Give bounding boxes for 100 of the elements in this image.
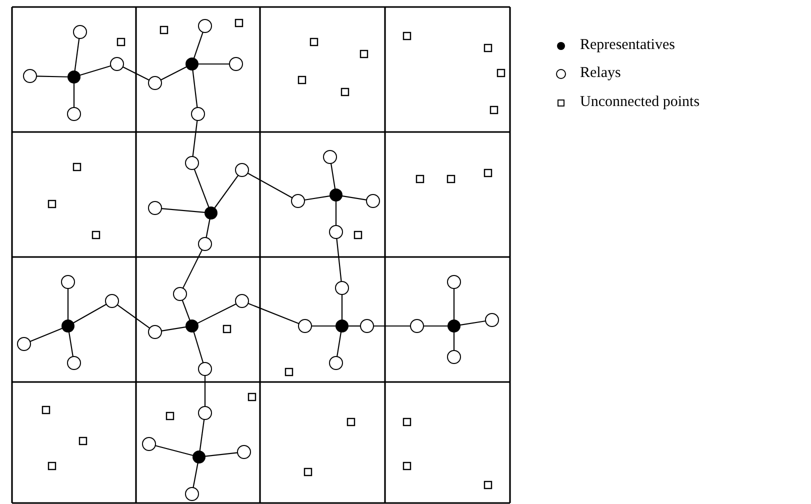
- small-square-node: [360, 50, 368, 58]
- connector-line: [161, 326, 186, 332]
- hollow-circle-node: [198, 237, 212, 251]
- filled-dot-node: [448, 320, 460, 332]
- connector-line: [67, 288, 69, 320]
- small-square-node: [484, 480, 492, 490]
- connector-line: [160, 66, 187, 81]
- filled-dot-node: [186, 320, 198, 332]
- filled-dot-node: [192, 450, 206, 464]
- hollow-circle-node: [198, 19, 212, 33]
- connector-line: [192, 462, 198, 488]
- hollow-circle-node: [335, 281, 349, 295]
- small-square-node: [416, 174, 424, 184]
- connector-line: [80, 65, 111, 76]
- hollow-circle-node: [323, 150, 337, 164]
- hollow-circle-node: [67, 107, 81, 121]
- legend-text: Relays: [580, 64, 621, 82]
- filled-dot-node: [204, 206, 218, 220]
- hollow-circle-node: [329, 356, 343, 370]
- legend-text: Unconnected points: [580, 93, 700, 111]
- hollow-circle-node: [173, 287, 187, 301]
- hollow-circle-node: [235, 294, 249, 308]
- hollow-circle-node: [185, 487, 199, 501]
- hollow-circle-node: [110, 57, 124, 71]
- connector-line: [197, 303, 236, 324]
- hollow-circle-node: [23, 69, 37, 83]
- hollow-circle-node: [298, 319, 312, 333]
- connector-line: [194, 168, 210, 208]
- connector-line: [68, 332, 74, 357]
- connector-line: [192, 70, 198, 108]
- hollow-circle-node: [447, 275, 461, 289]
- hollow-circle-node: [61, 275, 75, 289]
- small-square-node: [92, 230, 100, 240]
- connector-line: [453, 332, 455, 350]
- hollow-circle-node: [485, 313, 499, 327]
- connector-line: [155, 445, 194, 456]
- hollow-circle-node: [291, 194, 305, 208]
- small-square-node: [304, 468, 312, 476]
- connector-line: [204, 376, 206, 406]
- hollow-circle-node: [229, 57, 243, 71]
- connector-line: [312, 325, 336, 327]
- small-square-node: [116, 38, 126, 46]
- small-square-node: [48, 462, 56, 470]
- small-square-node: [310, 38, 318, 46]
- small-square-node: [402, 462, 412, 470]
- hollow-circle-node: [410, 319, 424, 333]
- connector-line: [30, 328, 63, 342]
- hollow-circle-node: [142, 437, 156, 451]
- connector-line: [348, 325, 360, 327]
- connector-line: [336, 238, 342, 282]
- connector-line: [193, 32, 204, 58]
- small-square-node: [354, 230, 362, 240]
- hollow-circle-node: [191, 107, 205, 121]
- connector-line: [182, 250, 203, 288]
- hollow-circle-node: [105, 294, 119, 308]
- filled-dot-node: [186, 58, 198, 70]
- connector-line: [72, 304, 107, 324]
- connector-line: [374, 325, 410, 327]
- connector-line: [335, 201, 337, 226]
- small-square-node: [340, 88, 350, 96]
- small-square-node: [484, 44, 492, 52]
- small-square-node: [234, 18, 244, 28]
- hollow-circle-node: [198, 362, 212, 376]
- hollow-circle-node: [67, 356, 81, 370]
- connector-line: [460, 320, 486, 326]
- hollow-circle-node: [235, 163, 249, 177]
- small-square-node: [402, 418, 412, 426]
- small-square-node: [496, 68, 506, 78]
- hollow-circle-node: [329, 225, 343, 239]
- connector-line: [206, 218, 210, 238]
- small-square-node: [248, 392, 256, 402]
- small-square-node: [222, 324, 232, 334]
- small-square-node: [78, 436, 88, 446]
- connector-line: [198, 63, 230, 65]
- small-square-node: [72, 162, 82, 172]
- hollow-circle-node: [447, 350, 461, 364]
- connector-line: [453, 288, 455, 320]
- small-square-node: [402, 32, 412, 40]
- small-square-node: [446, 174, 456, 184]
- connector-line: [193, 332, 204, 363]
- hollow-circle-node: [198, 406, 212, 420]
- small-square-node: [284, 368, 294, 376]
- connector-line: [199, 419, 205, 452]
- connector-line: [336, 332, 342, 357]
- connector-line: [36, 76, 68, 78]
- hollow-circle-node: [185, 156, 199, 170]
- small-square-node: [346, 418, 356, 426]
- hollow-circle-node: [148, 325, 162, 339]
- connector-line: [73, 83, 75, 108]
- small-square-node: [484, 168, 492, 178]
- filled-dot-node: [68, 70, 80, 84]
- small-square-node: [490, 106, 498, 114]
- hollow-circle-node: [366, 194, 380, 208]
- hollow-circle-node: [148, 76, 162, 90]
- connector-line: [342, 195, 367, 200]
- connector-line: [341, 294, 343, 320]
- hollow-circle-node: [73, 25, 87, 39]
- connector-line: [182, 300, 190, 321]
- small-square-node: [160, 26, 168, 34]
- small-square-node: [298, 76, 306, 84]
